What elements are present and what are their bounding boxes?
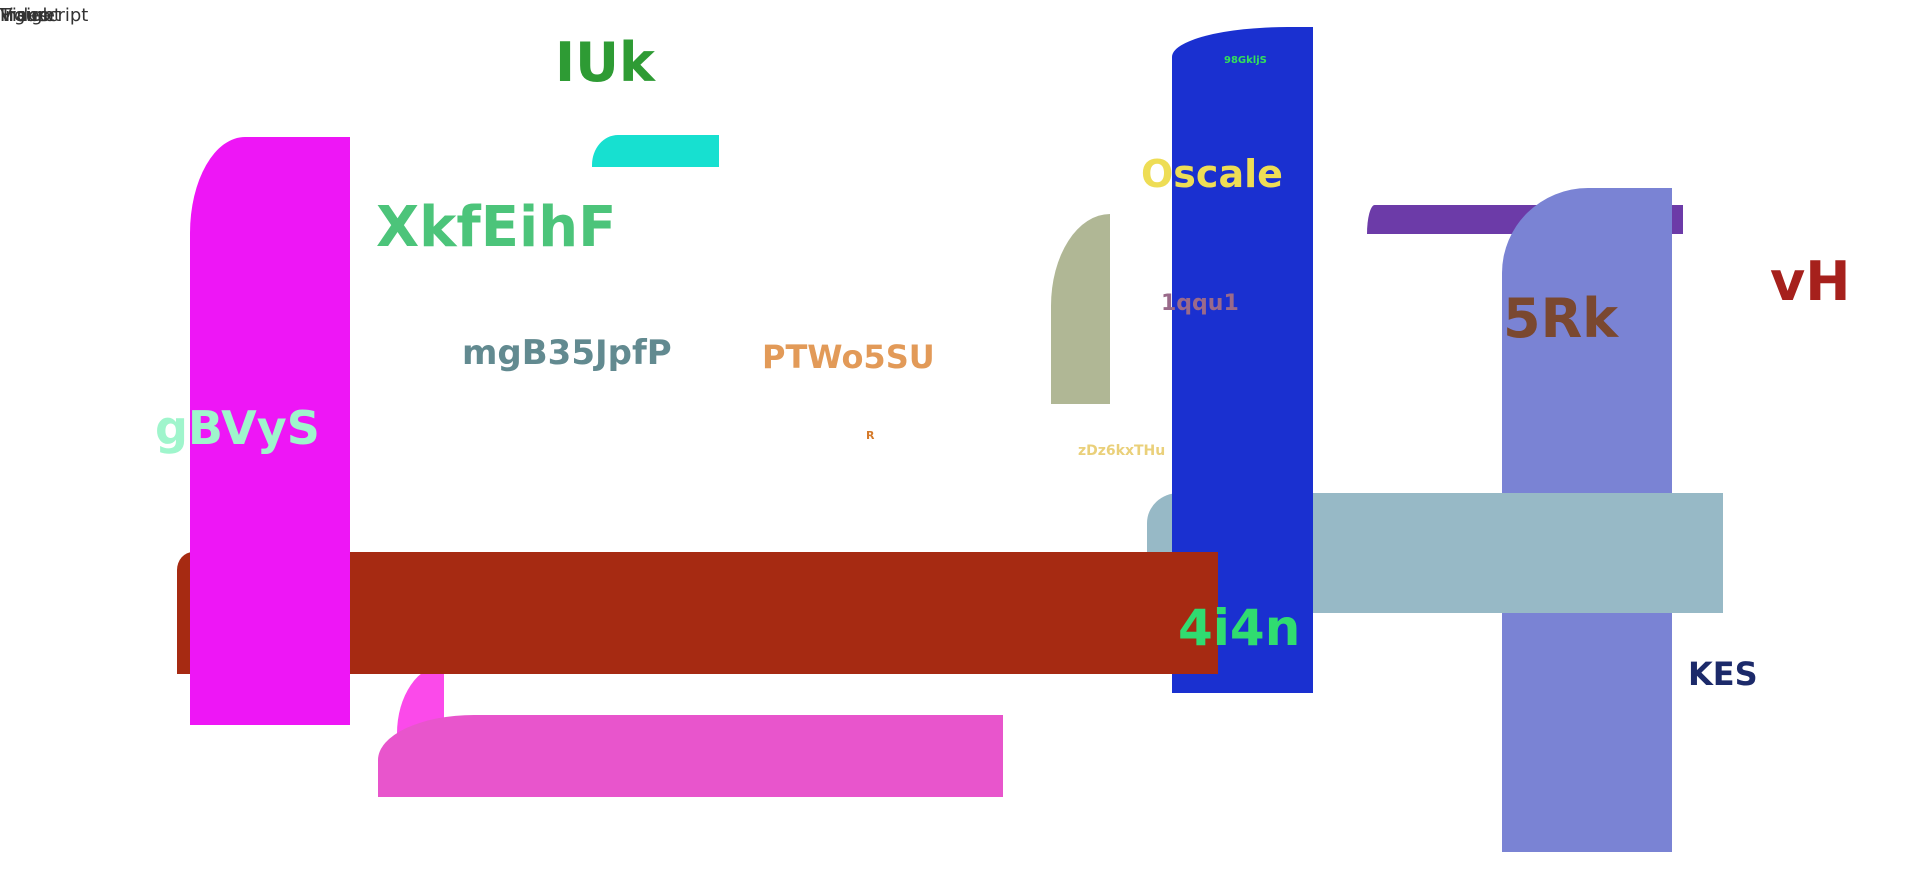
corner-text-video: Video (0, 5, 51, 26)
pink-block (378, 715, 1003, 797)
corner-text-insight: Insight (0, 5, 61, 26)
corner-text-transcript: Transcript (0, 5, 89, 26)
label-mgb35jpfp: mgB35JpfP (462, 333, 672, 373)
label-98gkljs: 98GkljS (1224, 55, 1267, 66)
corner-text-figure: Figure (0, 5, 55, 26)
label-4i4n: 4i4n (1178, 599, 1301, 657)
label-ptwo5su: PTWo5SU (762, 338, 935, 376)
label-zdz6kxthu: zDz6kxTHu (1078, 443, 1166, 459)
label-xkfeihf: XkfEihF (376, 195, 617, 260)
label-5rk: 5Rk (1503, 287, 1619, 350)
cyan-shape (592, 135, 719, 167)
label-iuk: IUk (555, 31, 655, 94)
magenta-column (190, 137, 350, 725)
label-vh: vH (1770, 250, 1851, 313)
label-oscale: Oscale (1141, 152, 1283, 196)
label-r: R (866, 429, 875, 442)
label-1qqu1: 1qqu1 (1161, 291, 1239, 316)
red-bar (177, 552, 1218, 674)
label-kes: KES (1688, 655, 1758, 693)
olive-shape (1051, 214, 1110, 404)
label-gbvys: gBVyS (155, 401, 320, 455)
